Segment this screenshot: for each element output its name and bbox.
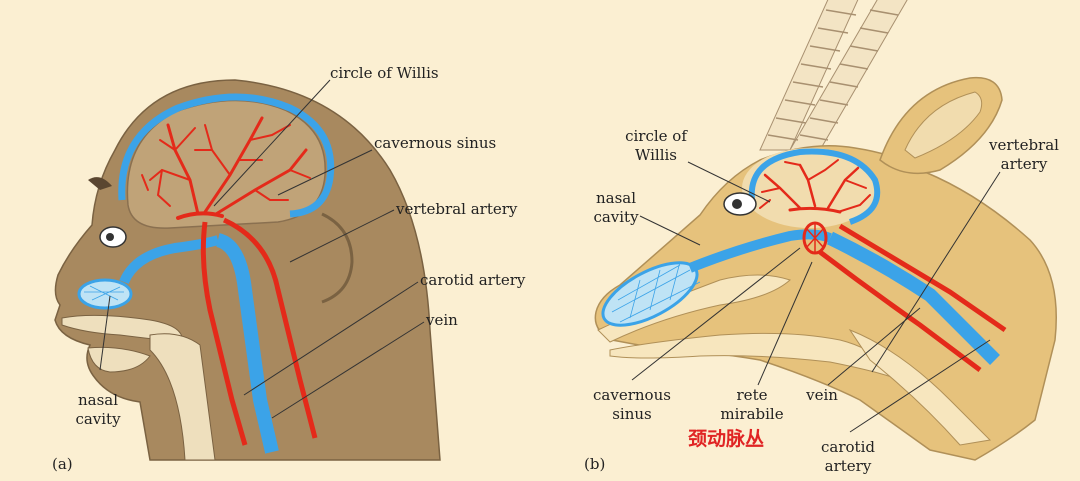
panel-b-tag: (b) [584, 455, 605, 473]
primate-vein-upper [119, 235, 220, 285]
antelope-carotid-artery-b [838, 223, 1007, 333]
label-b-carotid-artery: artery [825, 457, 872, 475]
label-b-vein: vein [805, 386, 838, 404]
primate-ear [321, 212, 354, 304]
antelope-horns [759, 0, 908, 151]
label-b-cavernous: cavernous [593, 386, 671, 404]
primate-brow [88, 177, 112, 190]
label-vein: vein [425, 311, 458, 329]
chinese-caption: 颈动脉丛 [688, 427, 764, 450]
label-b-sinus: sinus [612, 405, 652, 423]
antelope-sinus-arc [748, 148, 881, 225]
panel-b-leaders [631, 161, 1001, 433]
label-nasal: nasal [78, 391, 118, 409]
primate-throat [149, 333, 216, 461]
label-circle-of-willis: circle of Willis [330, 64, 439, 82]
antelope-nasal-mesh [611, 261, 701, 323]
antelope-carotid-artery-a [818, 250, 982, 372]
label-b-cavity: cavity [593, 208, 639, 226]
panel-a-tag: (a) [52, 455, 73, 473]
primate-vein [215, 233, 279, 454]
panel-a-primate: circle of Willis cavernous sinus vertebr… [52, 64, 526, 473]
primate-jaw [87, 346, 151, 373]
label-b-rete: rete [737, 386, 768, 404]
label-b-mirabile: mirabile [720, 405, 783, 423]
panel-a-leaders [99, 79, 425, 419]
label-vertebral-artery: vertebral artery [395, 200, 518, 218]
panel-b-antelope: circle of Willis nasal cavity vertebral … [584, 0, 1059, 475]
antelope-throat [848, 328, 992, 446]
label-b-carotid: carotid [821, 438, 875, 456]
primate-circle-of-willis [141, 116, 311, 220]
antelope-ear-inner [904, 91, 983, 159]
antelope-circle-of-willis [759, 159, 871, 214]
label-b-willis: Willis [635, 146, 677, 164]
antelope-pupil [732, 199, 742, 209]
primate-sinus-arc [118, 93, 335, 218]
antelope-vein [826, 231, 1000, 365]
label-cavernous-sinus: cavernous sinus [374, 134, 496, 152]
primate-pupil [106, 233, 114, 241]
label-b-artery: artery [1001, 155, 1048, 173]
label-b-vertebral: vertebral [988, 136, 1059, 154]
label-b-circle-of: circle of [625, 127, 688, 145]
primate-carotid-artery-front [200, 221, 248, 446]
antelope-rete-mirabile [802, 221, 828, 255]
label-carotid-artery: carotid artery [420, 271, 526, 289]
primate-nasal-mesh [84, 285, 124, 301]
primate-carotid-artery-rear [222, 217, 318, 439]
label-b-nasal: nasal [596, 189, 636, 207]
label-cavity: cavity [75, 410, 121, 428]
